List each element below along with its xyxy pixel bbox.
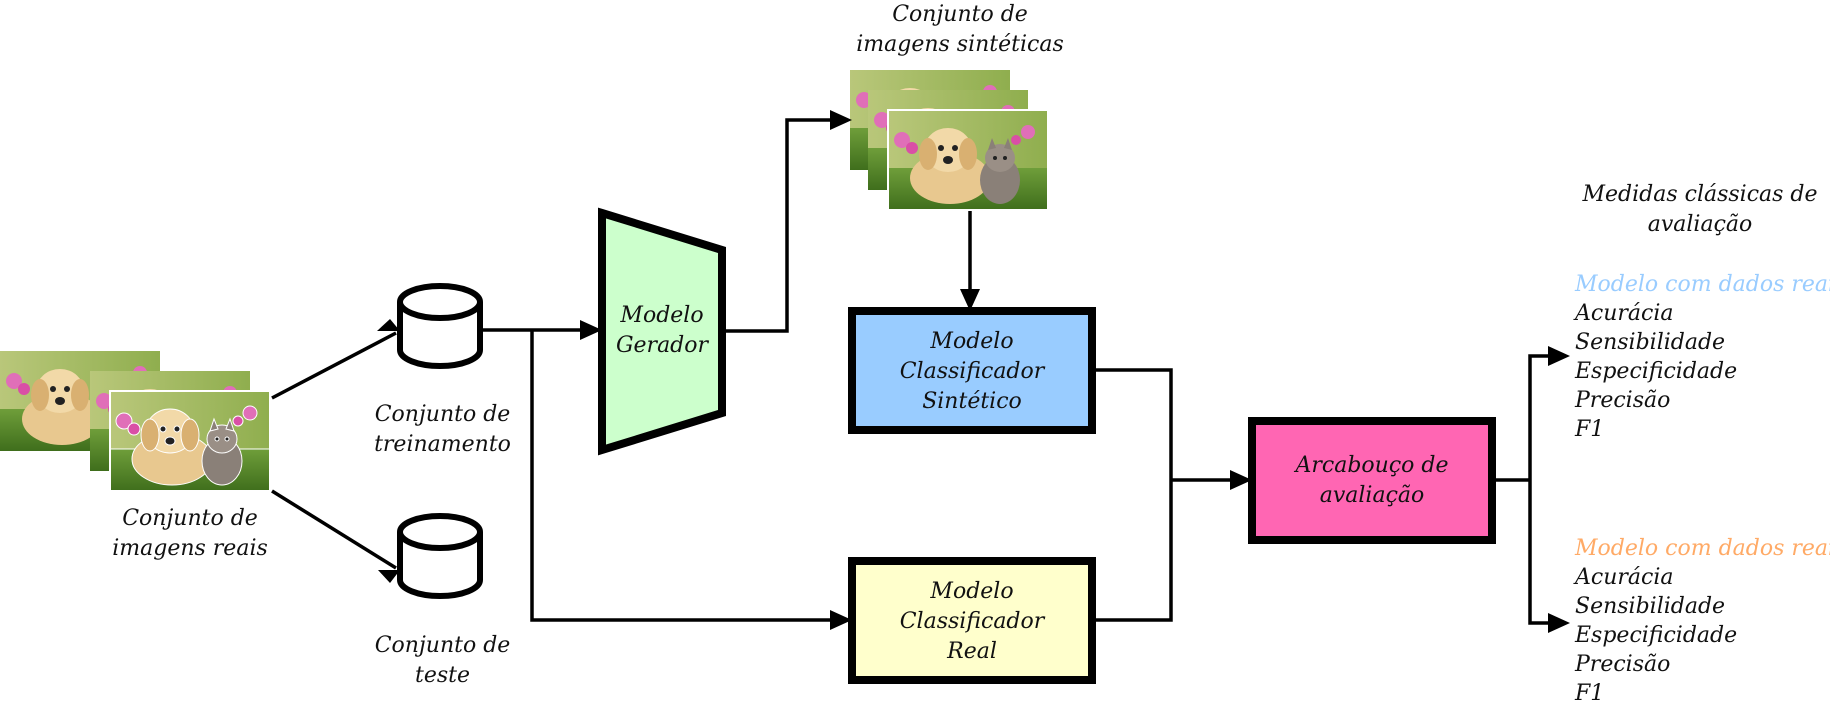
- synthetic-classifier-label: Modelo Classificador Sintético: [856, 327, 1088, 417]
- metric-item: Acurácia: [1575, 301, 1674, 326]
- arrowhead-icon: [1548, 346, 1570, 366]
- synthetic-metrics-list: Modelo com dados reais Acurácia Sensibil…: [1575, 270, 1830, 444]
- evaluation-label-line1: Arcabouço de: [1295, 453, 1449, 478]
- synthetic-images-stack-icon: [850, 70, 1049, 211]
- arrow-train-to-real-classifier: [530, 330, 846, 622]
- train-database-icon: [397, 283, 483, 369]
- real-classifier-label-line1: Modelo: [930, 579, 1014, 604]
- metric-item: Sensibilidade: [1575, 594, 1726, 619]
- real-metrics-title: Modelo com dados reais: [1575, 536, 1830, 561]
- synthetic-metrics-title: Modelo com dados reais: [1575, 272, 1830, 297]
- real-images-label-line2: imagens reais: [112, 536, 268, 561]
- arrowhead-icon: [960, 289, 980, 311]
- evaluation-label: Arcabouço de avaliação: [1256, 451, 1488, 511]
- metric-item: Especificidade: [1575, 359, 1738, 384]
- generator-label-line1: Modelo: [620, 303, 704, 328]
- real-images-stack-icon: [0, 351, 271, 492]
- arrowhead-icon: [830, 110, 852, 130]
- metric-item: Precisão: [1575, 652, 1671, 677]
- arrow-to-synthetic-metrics: [1528, 354, 1563, 480]
- metrics-heading-line1: Medidas clássicas de: [1582, 182, 1818, 207]
- real-image-3: [110, 391, 270, 491]
- connectors: [271, 118, 1563, 625]
- metrics-heading: Medidas clássicas de avaliação: [1580, 180, 1820, 240]
- train-set-label-line2: treinamento: [374, 432, 511, 457]
- train-set-label: Conjunto de treinamento: [360, 400, 525, 460]
- generator-model-shape: [598, 207, 726, 456]
- synthetic-classifier-label-line1: Modelo: [930, 329, 1014, 354]
- connector-real-classifier-out: [1092, 480, 1173, 622]
- metric-item: Acurácia: [1575, 565, 1674, 590]
- synthetic-images-label-line2: imagens sintéticas: [856, 32, 1064, 57]
- test-set-label-line1: Conjunto de: [374, 633, 511, 658]
- real-classifier-label-line3: Real: [947, 639, 997, 664]
- test-database-icon: [397, 513, 483, 599]
- arrowhead-icon: [1548, 613, 1570, 633]
- metric-item: Especificidade: [1575, 623, 1738, 648]
- arrowhead-icon: [580, 320, 602, 340]
- connector-synthetic-classifier-out: [1092, 368, 1173, 480]
- real-classifier-label-line2: Classificador: [899, 609, 1045, 634]
- generator-label: Modelo Gerador: [604, 301, 720, 361]
- synthetic-classifier-label-line2: Classificador: [899, 359, 1045, 384]
- arrowhead-icon: [378, 570, 400, 583]
- arrowhead-icon: [377, 319, 400, 331]
- generator-label-line2: Gerador: [615, 333, 709, 358]
- synthetic-images-label: Conjunto de imagens sintéticas: [850, 0, 1070, 60]
- real-classifier-label: Modelo Classificador Real: [856, 577, 1088, 667]
- metric-item: Sensibilidade: [1575, 330, 1726, 355]
- synthetic-classifier-label-line3: Sintético: [922, 389, 1022, 414]
- metric-item: F1: [1575, 417, 1605, 442]
- train-set-label-line1: Conjunto de: [374, 402, 511, 427]
- synthetic-image-3: [888, 110, 1048, 210]
- arrowheads: [377, 110, 1570, 633]
- arrow-generator-to-synthetic-images: [722, 118, 846, 333]
- arrow-to-real-metrics: [1528, 480, 1563, 625]
- arrow-real-to-test: [271, 489, 397, 570]
- evaluation-label-line2: avaliação: [1319, 483, 1425, 508]
- metric-item: F1: [1575, 681, 1605, 706]
- arrowhead-icon: [1230, 470, 1252, 490]
- real-images-label-line1: Conjunto de: [122, 506, 258, 531]
- test-set-label-line2: teste: [414, 663, 470, 688]
- metric-item: Precisão: [1575, 388, 1671, 413]
- arrow-real-to-train: [271, 331, 397, 400]
- real-metrics-list: Modelo com dados reais Acurácia Sensibil…: [1575, 534, 1830, 708]
- synthetic-images-label-line1: Conjunto de: [892, 2, 1028, 27]
- real-images-label: Conjunto de imagens reais: [100, 504, 280, 564]
- metrics-heading-line2: avaliação: [1647, 212, 1753, 237]
- test-set-label: Conjunto de teste: [360, 631, 525, 691]
- arrowhead-icon: [830, 610, 852, 630]
